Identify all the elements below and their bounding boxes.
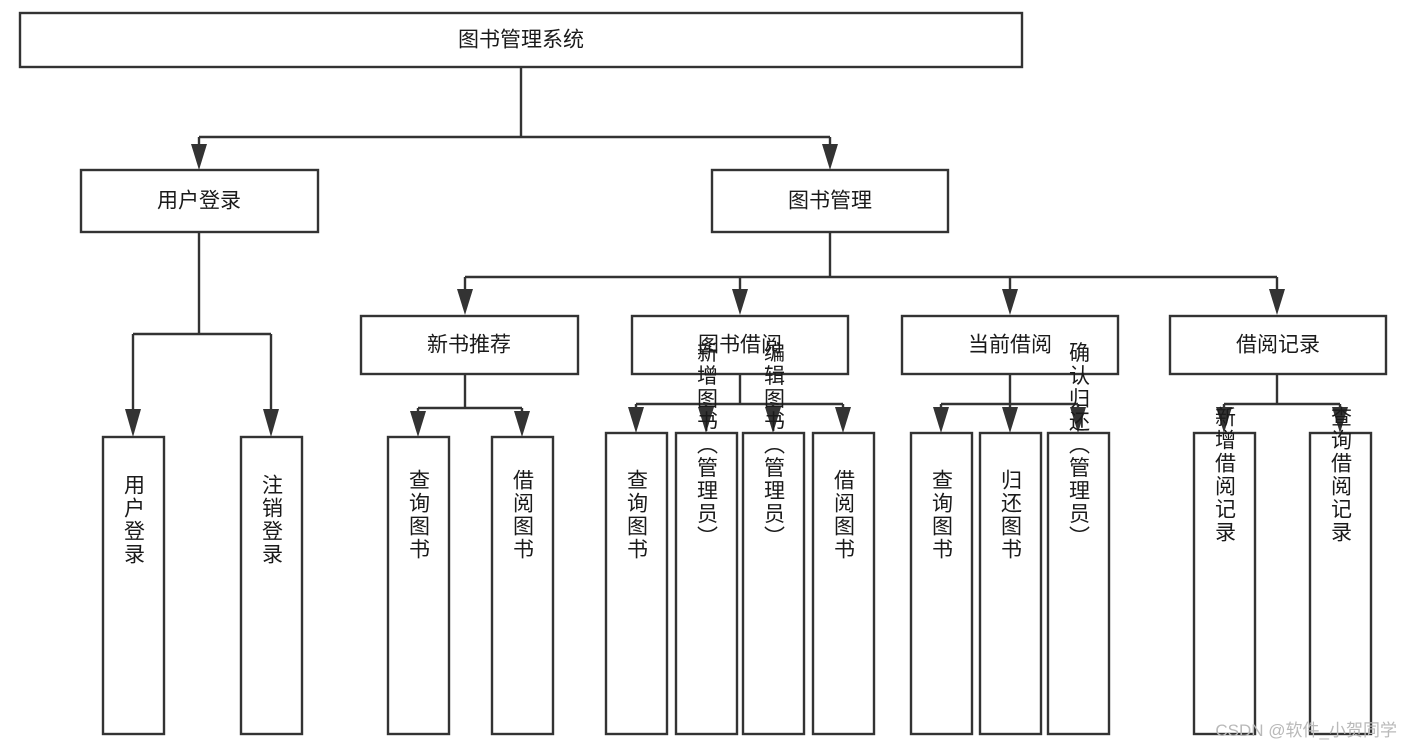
leaf-return-book[interactable]: 归还图书 xyxy=(978,431,1043,736)
arrowhead-leaf-query-book-3 xyxy=(933,407,949,433)
leaf-add-book[interactable]: 新增图书（管理员） xyxy=(674,342,739,736)
leaf-query-book-2-box[interactable] xyxy=(604,431,669,736)
leaf-query-book-3-label: 查询图书 xyxy=(930,469,954,561)
leaf-borrow-book-1-label: 借阅图书 xyxy=(511,469,535,561)
leaf-borrow-book-2[interactable]: 借阅图书 xyxy=(811,431,876,736)
leaf-query-book-3[interactable]: 查询图书 xyxy=(909,431,974,736)
leaf-confirm-return-box[interactable] xyxy=(1046,431,1111,736)
arrowhead-leaf-query-book-1 xyxy=(410,411,426,437)
arrowhead-leaf-borrow-book-1 xyxy=(514,411,530,437)
leaf-add-book-box[interactable] xyxy=(674,431,739,736)
leaf-user-logout-label: 注销登录 xyxy=(260,474,284,566)
node-user-login[interactable]: 用户登录 xyxy=(79,168,320,234)
leaf-edit-book-box[interactable] xyxy=(741,431,806,736)
arrowhead-book-manage xyxy=(822,144,838,170)
arrowhead-leaf-user-logout xyxy=(263,409,279,437)
node-new-book-rec-box[interactable] xyxy=(359,314,580,376)
node-root[interactable]: 图书管理系统 xyxy=(18,11,1024,69)
leaf-user-login-box[interactable] xyxy=(101,435,166,736)
arrowhead-leaf-add-record xyxy=(1216,407,1232,433)
arrowhead-leaf-borrow-book-2 xyxy=(835,407,851,433)
leaf-return-book-label: 归还图书 xyxy=(999,469,1023,561)
leaf-query-record-label: 查询借阅记录 xyxy=(1329,406,1353,544)
arrowhead-leaf-return-book xyxy=(1002,407,1018,433)
node-new-book-rec[interactable]: 新书推荐 xyxy=(359,314,580,376)
node-user-login-box[interactable] xyxy=(79,168,320,234)
node-borrow-record-box[interactable] xyxy=(1168,314,1388,376)
node-book-borrow-box[interactable] xyxy=(630,314,850,376)
leaf-query-book-1[interactable]: 查询图书 xyxy=(386,435,451,736)
leaf-borrow-book-1[interactable]: 借阅图书 xyxy=(490,435,555,736)
node-current-borrow-box[interactable] xyxy=(900,314,1120,376)
node-book-manage[interactable]: 图书管理 xyxy=(710,168,950,234)
leaf-query-book-1-label: 查询图书 xyxy=(407,469,431,561)
arrowhead-leaf-confirm-return xyxy=(1070,407,1086,433)
leaf-edit-book[interactable]: 编辑图书（管理员） xyxy=(741,342,806,736)
leaf-add-record-label: 新增借阅记录 xyxy=(1213,406,1237,544)
leaf-borrow-book-2-box[interactable] xyxy=(811,431,876,736)
leaf-query-book-3-box[interactable] xyxy=(909,431,974,736)
leaf-confirm-return[interactable]: 确认归还（管理员） xyxy=(1046,342,1111,736)
arrowhead-current-borrow xyxy=(1002,289,1018,315)
leaf-query-record-box[interactable] xyxy=(1308,431,1373,736)
leaf-confirm-return-label: 确认归还（管理员） xyxy=(1067,342,1091,549)
leaf-user-logout-box[interactable] xyxy=(239,435,304,736)
leaf-add-book-label: 新增图书（管理员） xyxy=(695,342,719,549)
leaf-borrow-book-2-label: 借阅图书 xyxy=(832,469,856,561)
node-current-borrow-label: 当前借阅 xyxy=(968,334,1052,357)
leaf-user-login[interactable]: 用户登录 xyxy=(101,435,166,736)
leaf-return-book-box[interactable] xyxy=(978,431,1043,736)
node-book-borrow-label: 图书借阅 xyxy=(698,334,782,357)
arrowhead-leaf-add-book xyxy=(698,407,714,433)
leaf-query-record[interactable]: 查询借阅记录 xyxy=(1308,406,1373,736)
node-book-borrow[interactable]: 图书借阅 xyxy=(630,314,850,376)
leaf-query-book-2[interactable]: 查询图书 xyxy=(604,431,669,736)
node-new-book-rec-label: 新书推荐 xyxy=(427,334,511,357)
node-root-label: 图书管理系统 xyxy=(458,29,584,52)
leaf-query-book-1-box[interactable] xyxy=(386,435,451,736)
arrowhead-new-book-rec xyxy=(457,289,473,315)
leaf-add-record[interactable]: 新增借阅记录 xyxy=(1192,406,1257,736)
arrowhead-leaf-query-book-2 xyxy=(628,407,644,433)
leaf-user-login-label: 用户登录 xyxy=(122,474,146,566)
arrowhead-leaf-edit-book xyxy=(765,407,781,433)
node-book-manage-label: 图书管理 xyxy=(788,190,872,213)
node-book-manage-box[interactable] xyxy=(710,168,950,234)
node-root-box[interactable] xyxy=(18,11,1024,69)
arrowhead-user-login xyxy=(191,144,207,170)
arrowhead-book-borrow xyxy=(732,289,748,315)
arrowhead-leaf-query-record xyxy=(1332,407,1348,433)
node-user-login-label: 用户登录 xyxy=(157,190,241,213)
connector-layer xyxy=(125,67,1348,437)
leaf-query-book-2-label: 查询图书 xyxy=(625,469,649,561)
leaf-user-logout[interactable]: 注销登录 xyxy=(239,435,304,736)
leaf-borrow-book-1-box[interactable] xyxy=(490,435,555,736)
node-borrow-record-label: 借阅记录 xyxy=(1236,334,1320,357)
arrowhead-borrow-record xyxy=(1269,289,1285,315)
node-current-borrow[interactable]: 当前借阅 xyxy=(900,314,1120,376)
leaf-edit-book-label: 编辑图书（管理员） xyxy=(762,342,786,549)
node-borrow-record[interactable]: 借阅记录 xyxy=(1168,314,1388,376)
leaf-add-record-box[interactable] xyxy=(1192,431,1257,736)
arrowhead-leaf-user-login xyxy=(125,409,141,437)
